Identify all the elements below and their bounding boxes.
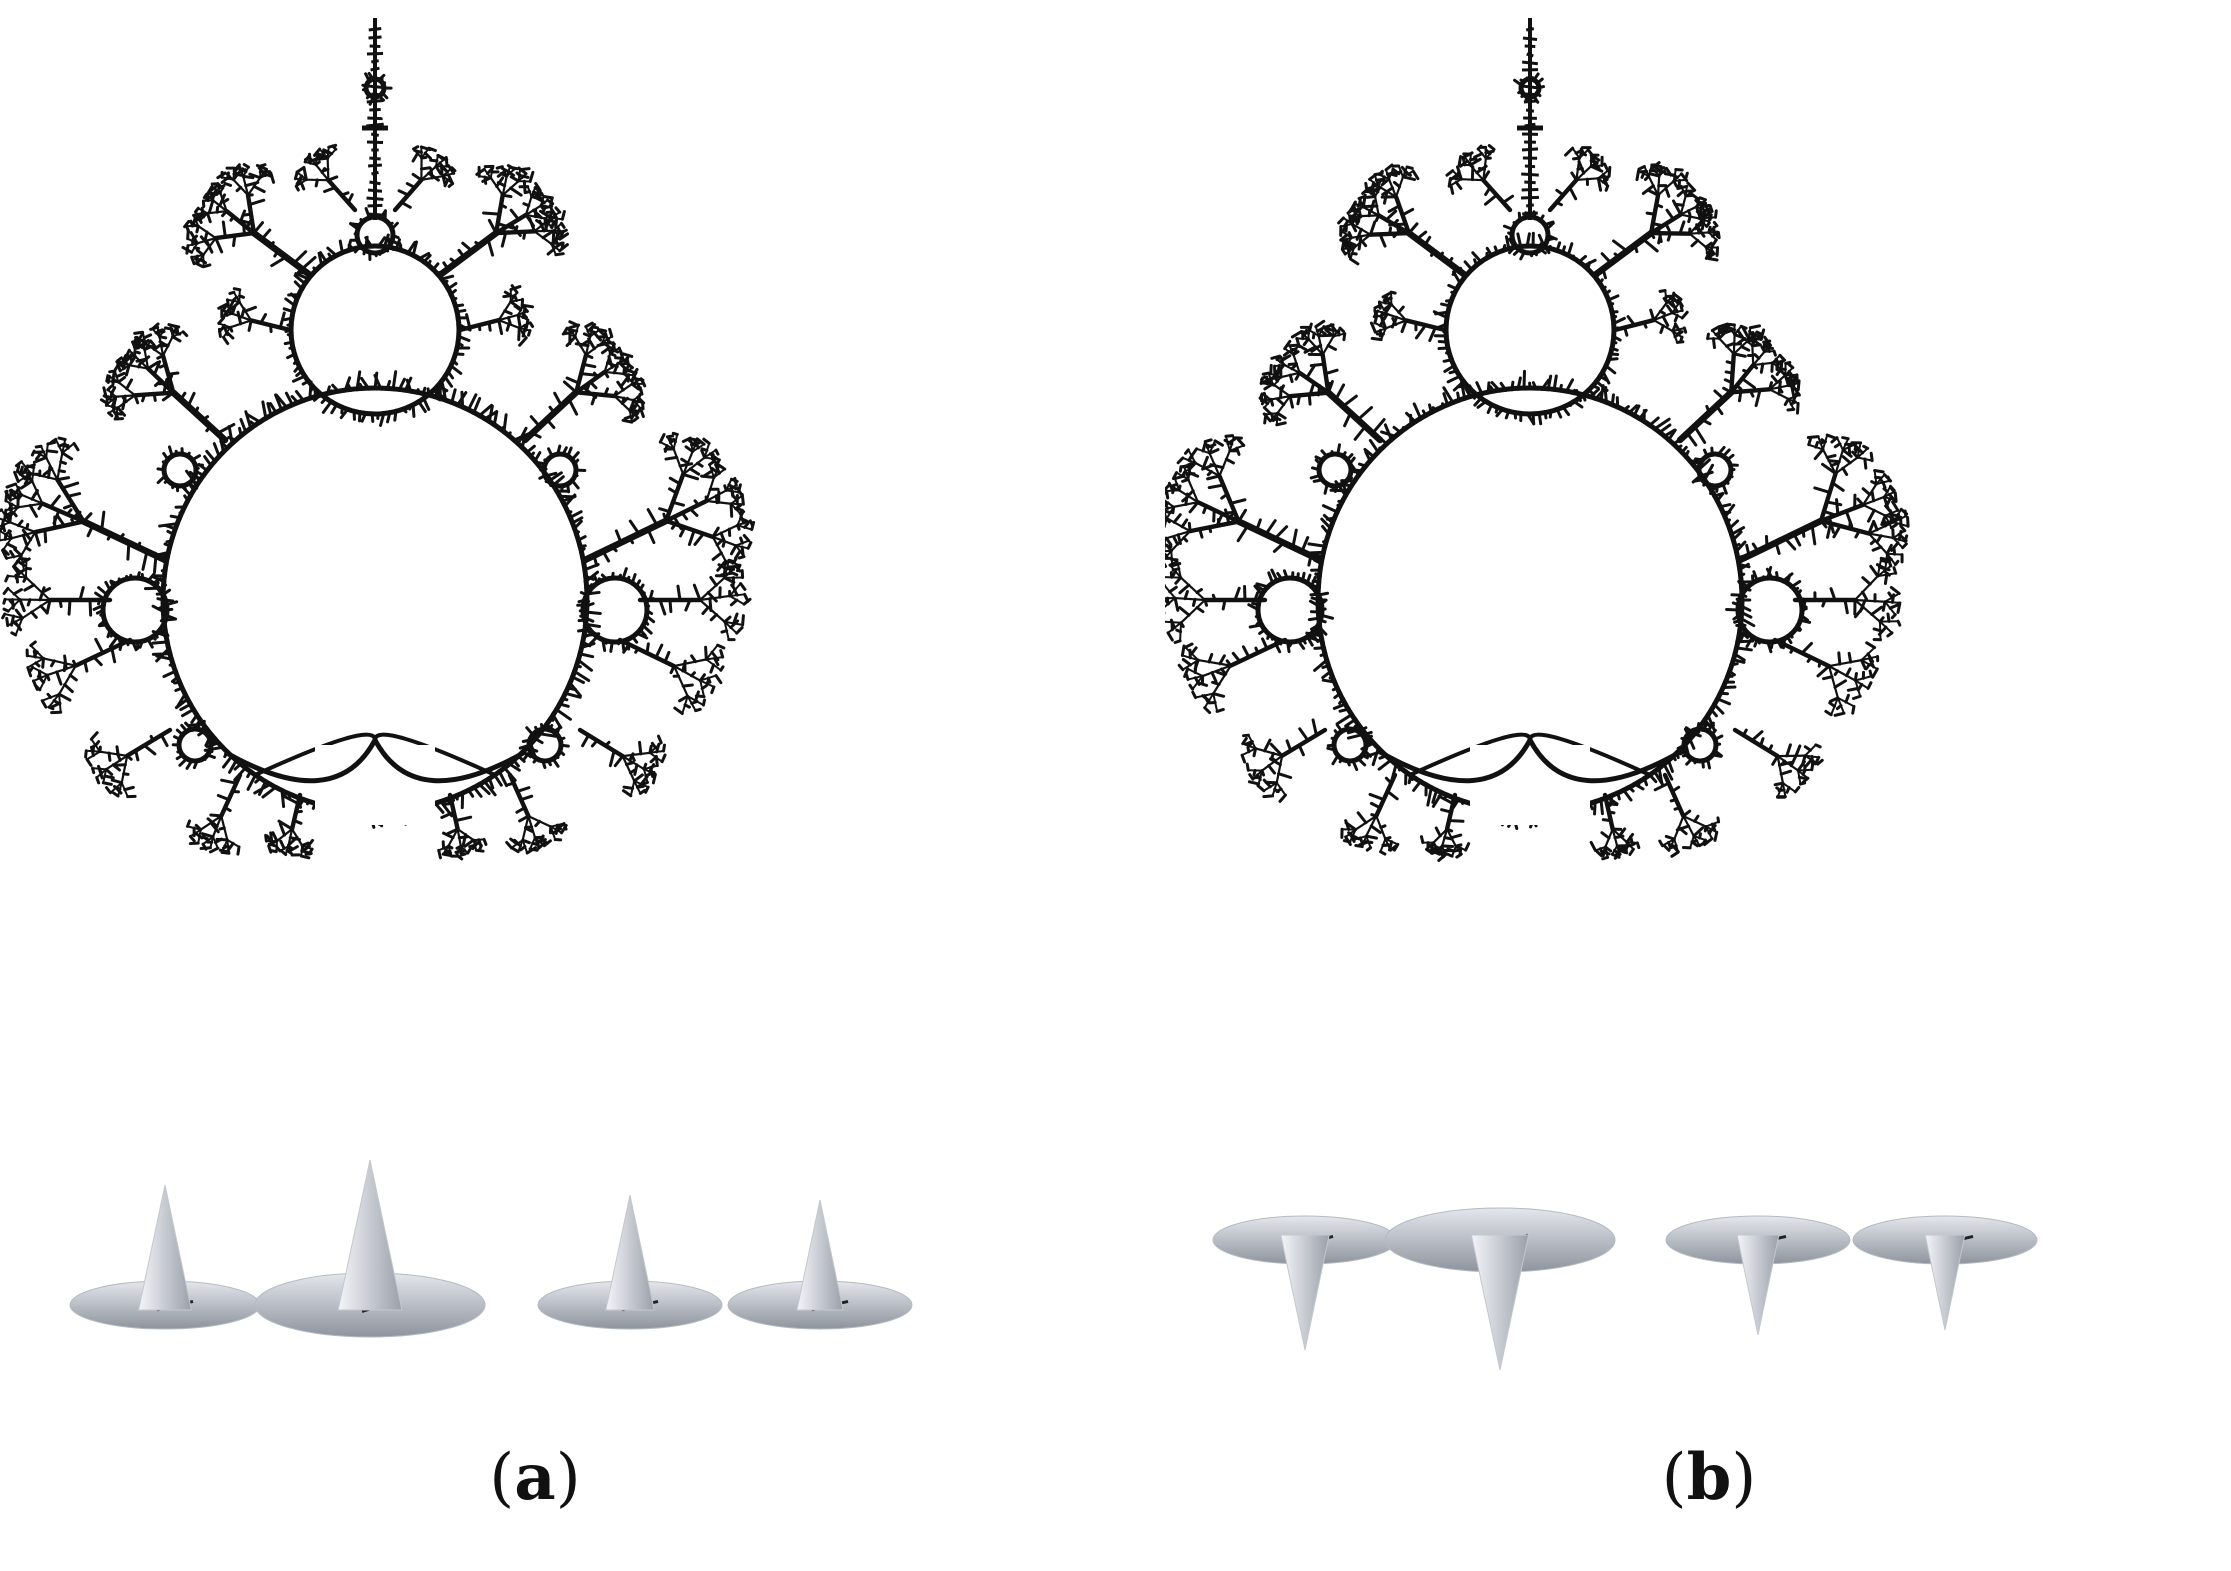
spike-cone [137,1184,193,1311]
spiked-disc [537,1194,723,1330]
spike-cone [1924,1234,1966,1331]
spiked-disc [1852,1215,2038,1331]
spike-cone [337,1159,403,1311]
spike-cone [1280,1234,1330,1351]
fractal-diagram-a [0,18,913,1338]
caption-b: (b) [1661,1440,1757,1515]
mandelbrot-set [0,18,756,861]
spiked-discs [69,1159,913,1338]
spiked-disc [727,1199,913,1330]
spiked-disc [1665,1215,1851,1336]
panel-b: (b) [1165,0,2231,1571]
caption-a: (a) [489,1440,581,1515]
panel-a: (a) [0,0,1115,1571]
spike-cone [1736,1234,1780,1336]
spike-cone [796,1199,844,1311]
spiked-disc [69,1184,261,1330]
spiked-disc [1384,1207,1616,1371]
mandelbrot-set [1165,18,1910,862]
spike-cone [605,1194,655,1311]
spiked-disc [254,1159,486,1338]
spiked-disc [1212,1215,1398,1351]
fractal-diagram-b [1165,18,2038,1371]
spiked-discs [1212,1207,2038,1371]
spike-cone [1470,1234,1530,1371]
